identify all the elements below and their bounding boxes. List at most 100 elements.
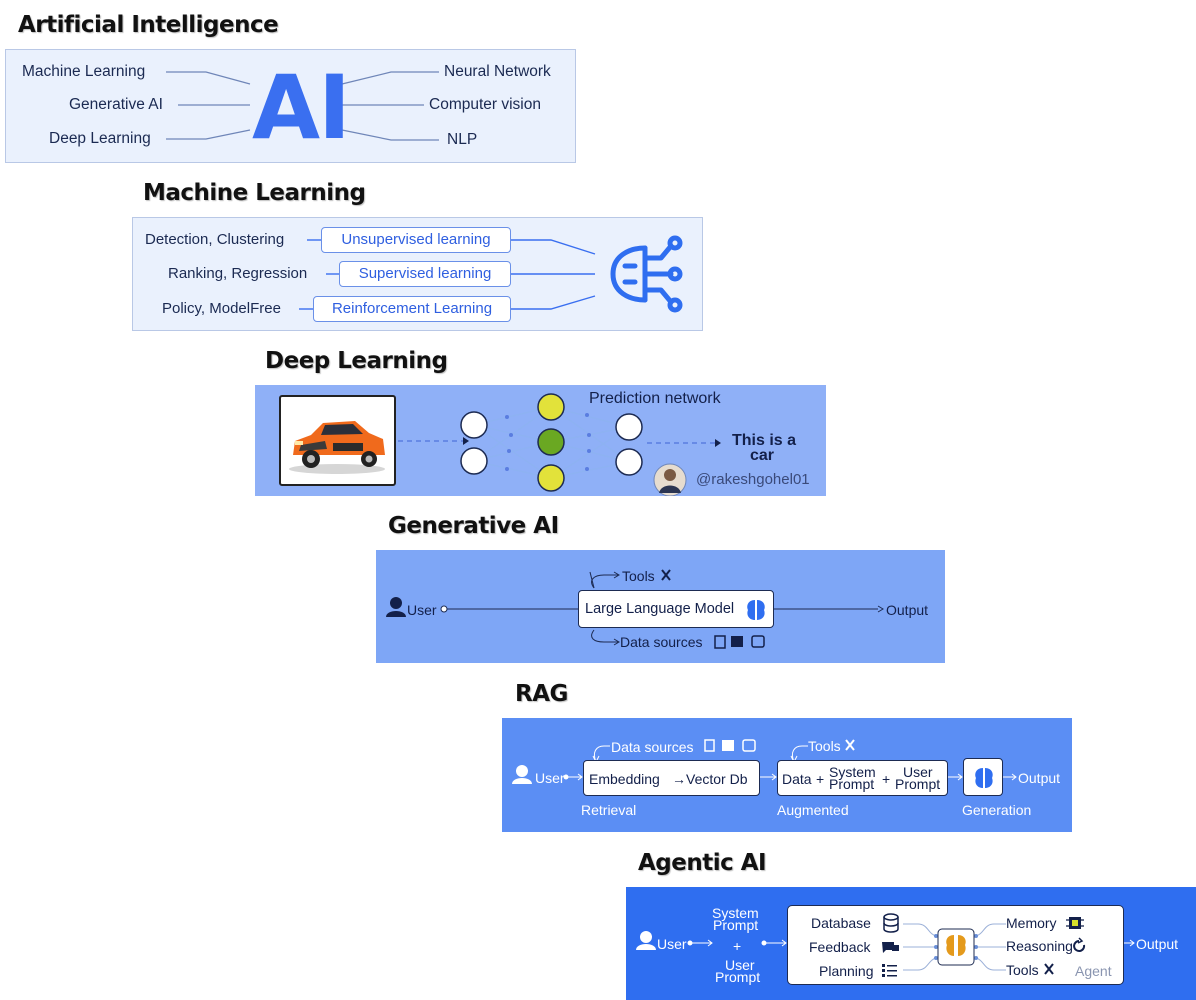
ml-task-unsupervised: Detection, Clustering	[145, 231, 285, 248]
ml-pill-unsupervised: Unsupervised learning	[321, 227, 511, 253]
agentic-system-prompt-line2: Prompt	[713, 917, 759, 933]
arrow-glyph: →	[672, 771, 686, 787]
rag-retrieval-label: Retrieval	[581, 802, 637, 818]
data-source-icons	[704, 739, 756, 752]
generation-box	[963, 758, 1003, 796]
output-neuron	[615, 448, 643, 476]
ml-panel: Detection, Clustering Ranking, Regressio…	[132, 217, 703, 331]
car-icon	[289, 421, 385, 474]
ai-left-label-genai: Generative AI	[69, 96, 163, 113]
rag-output-label: Output	[1018, 770, 1061, 786]
vector-db-text: Vector Db	[686, 771, 748, 787]
agent-reasoning-label: Reasoning	[1006, 938, 1073, 954]
genai-output-label: Output	[886, 602, 929, 618]
system-prompt-line1: System	[829, 764, 876, 780]
reasoning-icon	[1073, 937, 1086, 952]
dl-network-label: Prediction network	[589, 390, 721, 407]
section-title-rag: RAG	[515, 681, 568, 707]
ml-pill-reinforcement: Reinforcement Learning	[313, 296, 511, 322]
agent-label: Agent	[1075, 963, 1112, 979]
tools-icon	[845, 739, 855, 751]
user-icon	[636, 931, 656, 950]
ai-left-label-dl: Deep Learning	[49, 130, 151, 147]
hidden-neuron	[537, 428, 565, 456]
dl-output-line2: car	[750, 447, 775, 464]
agent-connector-lines	[882, 913, 1086, 977]
dl-output-line1: This is a	[732, 432, 797, 449]
augmented-box: Data + System Prompt + User Prompt	[777, 760, 948, 796]
agentic-user-label: User	[657, 936, 687, 952]
tools-icon	[1044, 963, 1054, 975]
ai-left-label-ml: Machine Learning	[22, 63, 146, 80]
dl-author-handle: @rakeshgohel01	[696, 471, 810, 488]
brain-circuit-icon	[610, 235, 683, 313]
agentic-system-prompt-line1: System	[712, 905, 759, 921]
user-prompt-line1: User	[903, 764, 933, 780]
rag-generation-label: Generation	[962, 802, 1032, 818]
section-title-ml: Machine Learning	[143, 180, 366, 206]
ai-right-label-nlp: NLP	[447, 131, 478, 148]
feedback-icon	[882, 942, 899, 953]
agent-database-label: Database	[811, 915, 871, 931]
genai-tools-label: Tools	[622, 568, 655, 584]
llm-box: Large Language Model	[578, 590, 774, 628]
dl-panel: Prediction network This is a car @rakesh…	[255, 385, 826, 496]
agent-memory-label: Memory	[1006, 915, 1057, 931]
genai-data-sources-label: Data sources	[620, 634, 703, 650]
user-icon	[386, 597, 406, 617]
agent-box: Database Feedback Planning Memory Reason…	[787, 905, 1124, 985]
rag-augmented-label: Augmented	[777, 802, 849, 818]
rag-data-sources-label: Data sources	[611, 739, 694, 755]
agentic-user-prompt-line1: User	[725, 957, 755, 973]
tools-icon	[661, 569, 671, 581]
agent-planning-label: Planning	[819, 963, 874, 979]
genai-panel: Large Language Model User Tools Output D…	[376, 550, 945, 663]
agentic-plus: +	[733, 938, 742, 954]
database-icon	[883, 913, 899, 933]
output-neuron	[615, 413, 643, 441]
ml-task-reinforcement: Policy, ModelFree	[162, 300, 281, 317]
avatar	[653, 463, 687, 496]
embedding-label: Embedding	[589, 771, 660, 787]
data-source-icons	[714, 635, 765, 649]
rag-tools-label: Tools	[808, 738, 841, 754]
agent-feedback-label: Feedback	[809, 939, 871, 955]
user-icon	[512, 765, 532, 784]
data-label: Data	[782, 771, 812, 787]
planning-icon	[882, 964, 897, 977]
brain-icon	[946, 935, 966, 956]
hidden-neuron	[537, 393, 565, 421]
genai-flow-lines	[386, 569, 884, 649]
hidden-neuron	[537, 464, 565, 492]
brain-icon	[975, 768, 993, 788]
section-title-ai: Artificial Intelligence	[18, 12, 279, 38]
agent-tools-label: Tools	[1006, 962, 1039, 978]
system-prompt-line2: Prompt	[829, 776, 875, 792]
agentic-output-label: Output	[1136, 936, 1179, 952]
ml-task-supervised: Ranking, Regression	[168, 265, 308, 282]
section-title-agentic: Agentic AI	[638, 850, 767, 876]
user-prompt-line2: Prompt	[895, 776, 941, 792]
plus-glyph-2: +	[882, 771, 891, 787]
section-title-dl: Deep Learning	[265, 348, 448, 374]
section-title-genai: Generative AI	[388, 513, 559, 539]
llm-label: Large Language Model	[585, 601, 735, 617]
input-neuron	[460, 411, 488, 439]
rag-panel: Embedding →Vector Db Data + System Promp…	[502, 718, 1072, 832]
agentic-panel: Database Feedback Planning Memory Reason…	[626, 887, 1196, 1000]
retrieval-box: Embedding →Vector Db	[583, 760, 760, 796]
plus-glyph: +	[816, 771, 825, 787]
genai-user-label: User	[407, 602, 437, 618]
neural-network-diagram	[398, 393, 721, 496]
ai-right-label-nn: Neural Network	[444, 63, 551, 80]
car-image	[279, 395, 396, 486]
input-neuron	[460, 447, 488, 475]
ai-right-label-cv: Computer vision	[429, 96, 541, 113]
rag-user-label: User	[535, 770, 565, 786]
ai-connector-lines	[166, 71, 439, 141]
agentic-flow-lines	[636, 931, 1135, 950]
ml-connector-lines	[299, 235, 683, 313]
ai-overview-panel: AI Machine Learning Generative AI Deep L…	[5, 49, 576, 163]
ml-pill-supervised: Supervised learning	[339, 261, 511, 287]
vector-db-label: →Vector Db	[672, 770, 747, 788]
